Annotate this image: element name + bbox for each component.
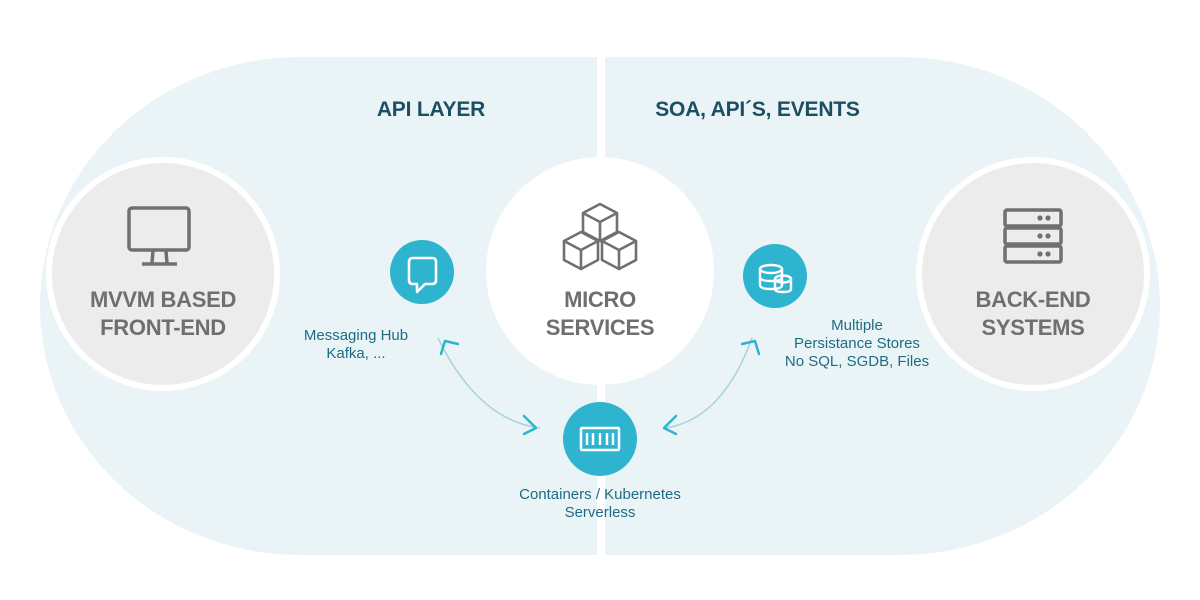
database-coins-icon — [758, 263, 793, 294]
backend-label: BACK-END SYSTEMS — [933, 286, 1133, 342]
frontend-label: MVVM BASED FRONT-END — [63, 286, 263, 342]
persistence-caption: Multiple Persistance Stores No SQL, SGDB… — [767, 317, 947, 371]
soa-layer-title: SOA, API´S, EVENTS — [655, 98, 860, 121]
backend-circle — [916, 157, 1150, 391]
arrow-up-right-icon — [740, 339, 761, 356]
frontend-label-line2: FRONT-END — [100, 315, 226, 340]
connector-containers-persistence — [664, 337, 753, 429]
server-rack-icon — [1003, 208, 1063, 264]
containers-caption-line1: Containers / Kubernetes — [519, 486, 681, 503]
container-icon — [579, 426, 621, 452]
microservices-label: MICRO SERVICES — [500, 286, 700, 342]
backend-label-line2: SYSTEMS — [981, 315, 1085, 340]
containers-caption: Containers / Kubernetes Serverless — [480, 486, 720, 522]
microservices-label-line1: MICRO — [564, 287, 636, 312]
frontend-label-line1: MVVM BASED — [89, 287, 237, 312]
api-layer-title: API LAYER — [376, 98, 486, 121]
frontend-circle — [46, 157, 280, 391]
messaging-caption: Messaging Hub Kafka, ... — [276, 327, 436, 363]
chat-bubble-icon — [407, 256, 438, 294]
cubes-icon — [562, 202, 638, 271]
containers-caption-line2: Serverless — [564, 504, 636, 521]
monitor-icon — [127, 206, 191, 266]
connector-messaging-containers — [437, 337, 541, 429]
microservices-circle — [486, 157, 714, 385]
arrow-right-bottom-icon — [522, 414, 538, 436]
messaging-circle — [390, 240, 454, 304]
messaging-caption-line1: Messaging Hub — [303, 327, 409, 344]
persistence-caption-line2: Persistance Stores — [794, 335, 920, 352]
persistence-caption-line1: Multiple — [831, 317, 883, 334]
microservices-label-line2: SERVICES — [545, 315, 655, 340]
arrow-up-left-icon — [439, 339, 460, 356]
backend-label-line1: BACK-END — [975, 287, 1091, 312]
messaging-caption-line2: Kafka, ... — [326, 345, 386, 362]
persistence-circle — [743, 244, 807, 308]
arrow-left-bottom-icon — [662, 414, 678, 436]
persistence-caption-line3: No SQL, SGDB, Files — [784, 353, 930, 370]
